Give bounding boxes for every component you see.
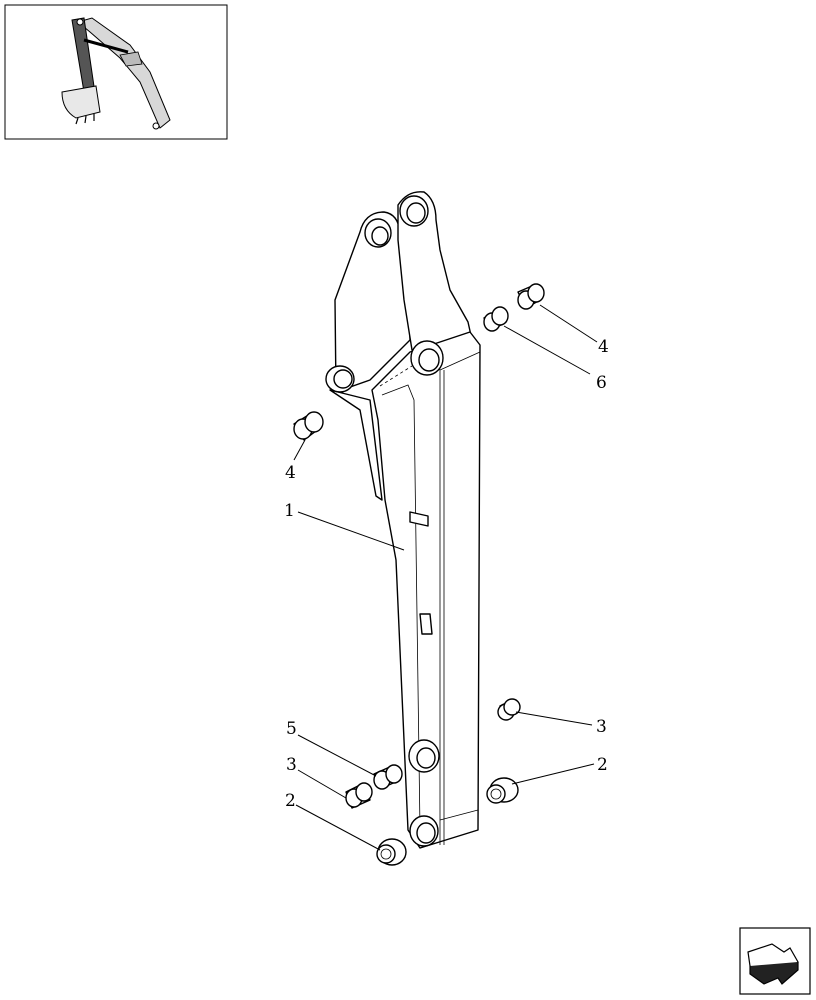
flange-bushing-2-right	[486, 777, 519, 804]
callout-6: 6	[596, 373, 607, 393]
flange-bushing-2-left	[376, 838, 407, 866]
overview-thumbnail[interactable]	[4, 4, 228, 140]
bushing-4-left	[293, 411, 324, 441]
callout-1: 1	[284, 501, 295, 521]
callout-3-right: 3	[596, 717, 607, 737]
bushing-6	[483, 306, 509, 332]
callout-2-left: 2	[285, 791, 296, 811]
excavator-arm-overview-icon	[61, 17, 171, 130]
bushing-4-top-right	[517, 283, 545, 310]
callout-4-top-right: 4	[598, 337, 609, 357]
bushing-5	[373, 764, 403, 790]
bushing-3-right	[497, 698, 521, 721]
dipper-arm-part	[325, 191, 481, 849]
bushing-3-left	[345, 782, 373, 809]
callout-3-left: 3	[286, 755, 297, 775]
next-page-arrow-icon[interactable]	[739, 927, 811, 995]
callout-5: 5	[286, 719, 297, 739]
callout-2-right: 2	[597, 755, 608, 775]
callout-4-left: 4	[285, 463, 296, 483]
leader-lines	[293, 304, 598, 851]
callout-labels: 4 6 4 1 3 5 2 3 2	[284, 337, 609, 811]
